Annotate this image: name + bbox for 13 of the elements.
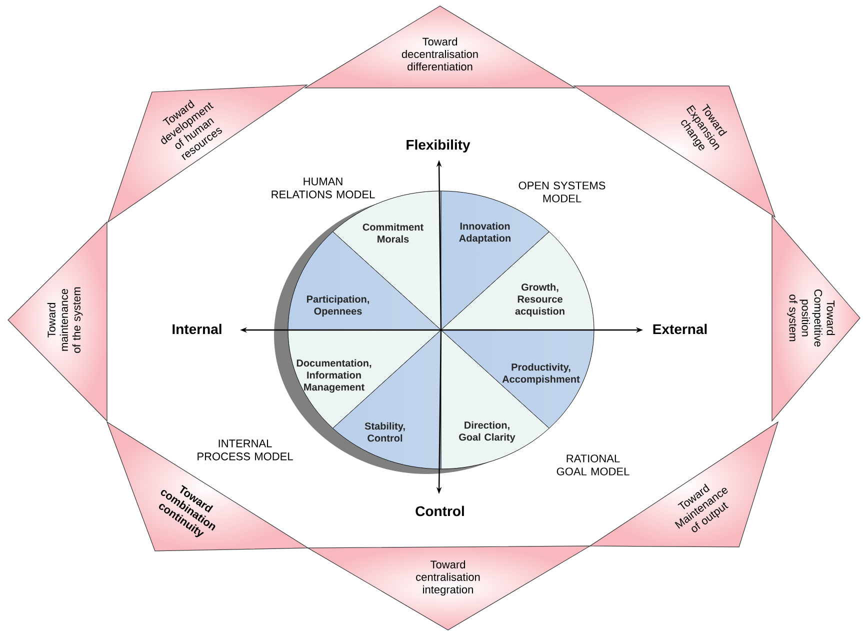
sector-label: Direction, Goal Clarity bbox=[459, 421, 516, 443]
sector-label: Innovation Adaptation bbox=[459, 222, 510, 244]
axis-label: Flexibility bbox=[406, 139, 470, 152]
axis-label: Control bbox=[416, 506, 464, 516]
sector-label: Documentation, Information Management bbox=[296, 359, 372, 393]
sector-label: Stability, Control bbox=[364, 422, 405, 442]
model-label: INTERNAL PROCESS MODEL bbox=[198, 440, 293, 460]
axis-label: Internal bbox=[172, 324, 222, 334]
axis-label: External bbox=[653, 324, 707, 334]
sector-label: Participation, Opennees bbox=[307, 295, 370, 317]
sector-label: Productivity, Accompishment bbox=[502, 363, 580, 385]
sector-label: Commitment Morals bbox=[362, 223, 424, 243]
sector-label: Growth, Resource acquistion bbox=[515, 283, 564, 317]
